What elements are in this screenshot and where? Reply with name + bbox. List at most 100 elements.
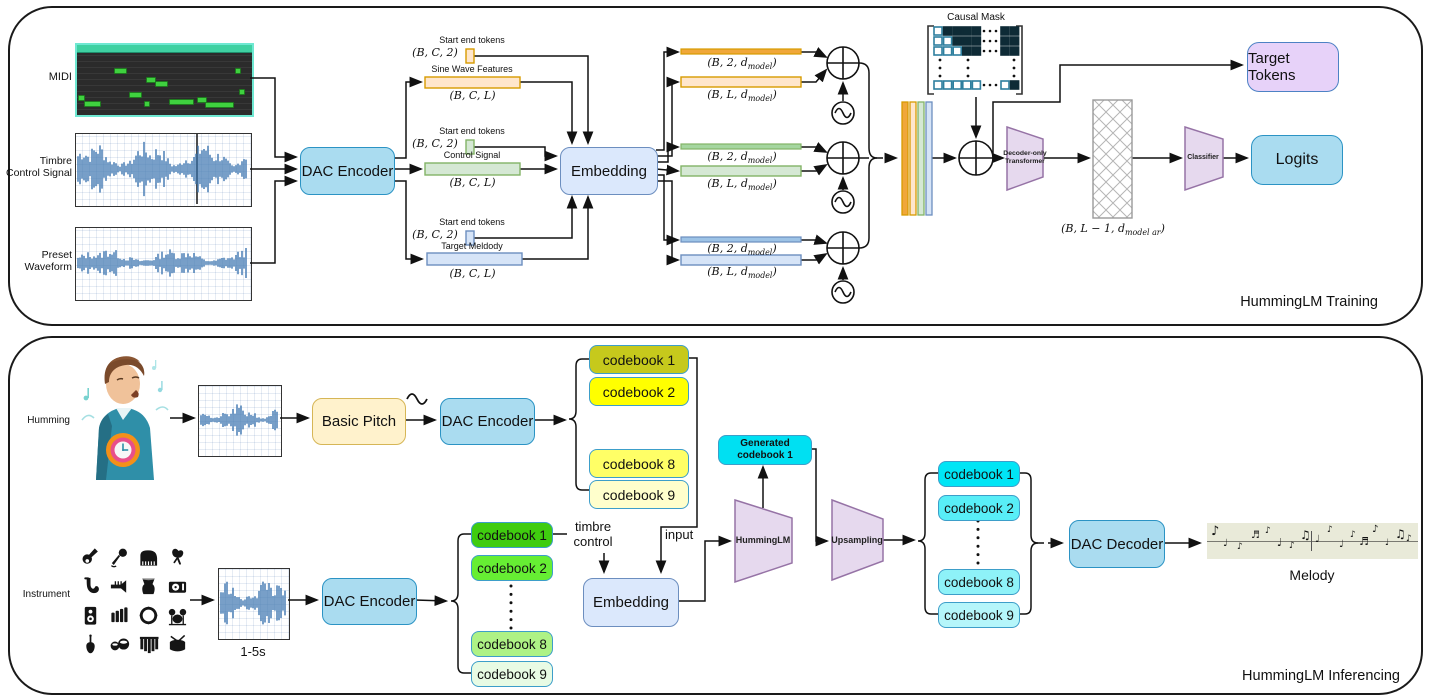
melody-label: Melody [1289, 567, 1335, 583]
start-end-tokens-label-melody: Start end tokens [439, 217, 505, 227]
speaker-icon [76, 601, 105, 630]
xylophone-icon [105, 601, 134, 630]
feature-shape-control: (B, C, L) [449, 176, 496, 189]
instrument-label: Instrument [22, 589, 70, 600]
preset-waveform-image [75, 227, 252, 301]
dac-encoder-instrument: DAC Encoder [322, 578, 417, 625]
training-title: HummingLM Training [1240, 294, 1378, 310]
music-note-glyph: ♩ [1223, 538, 1228, 549]
midi-note [239, 89, 245, 95]
basic-pitch-box: Basic Pitch [312, 398, 406, 445]
feature-label-control: Control Signal [443, 150, 501, 160]
music-note-glyph: ♪ [1372, 524, 1379, 535]
djembe-icon [134, 572, 163, 601]
dac-decoder-box: DAC Decoder [1069, 520, 1165, 568]
saxophone-icon [76, 572, 105, 601]
music-note-glyph: ♪ [1211, 524, 1220, 539]
music-note-glyph: ♫ [1395, 527, 1406, 541]
instrument-codebook-2: codebook 2 [471, 555, 553, 581]
instrument-codebook-9: codebook 9 [471, 661, 553, 687]
start-shape-melody: (B, C, 2) [412, 228, 458, 241]
music-note-glyph: ♩ [1339, 539, 1344, 550]
violin-icon [76, 630, 105, 659]
emb-start-shape-melody: (B, 2, dmodel) [707, 242, 777, 258]
humming-person-illustration [76, 350, 170, 480]
logits-box: Logits [1251, 135, 1343, 185]
feature-label-sine: Sine Wave Features [431, 64, 513, 74]
piano-icon [134, 543, 163, 572]
midi-note [144, 101, 150, 107]
midi-note [84, 101, 101, 107]
feature-label-melody: Target Meldody [441, 241, 503, 251]
midi-note [78, 95, 85, 101]
timbre-label: Timbre Control Signal [6, 155, 72, 180]
embedding-inference: Embedding [583, 578, 679, 627]
emb-start-shape-control: (B, 2, dmodel) [707, 150, 777, 166]
output-codebook-8: codebook 8 [938, 569, 1020, 595]
midi-piano-roll-image [75, 43, 254, 117]
inference-title: HummingLM Inferencing [1242, 668, 1400, 684]
generated-codebook-box: Generated codebook 1 [718, 435, 812, 465]
music-note-glyph: ♪ [1237, 542, 1243, 552]
microphone-icon [105, 543, 134, 572]
midi-note [205, 102, 234, 108]
start-shape-sine: (B, C, 2) [412, 46, 458, 59]
embedding-training: Embedding [560, 147, 658, 195]
humming-codebook-8: codebook 8 [589, 449, 689, 478]
tambourine-icon [134, 601, 163, 630]
maracas-icon [163, 543, 192, 572]
hatch-shape-label: (B, L − 1, dmodel ar) [1061, 222, 1165, 238]
midi-note [146, 77, 156, 83]
feature-shape-melody: (B, C, L) [449, 267, 496, 280]
music-note-glyph: ♪ [1327, 525, 1333, 535]
humming-waveform-image [198, 385, 282, 457]
start-shape-control: (B, C, 2) [412, 137, 458, 150]
output-codebook-2: codebook 2 [938, 495, 1020, 521]
target-tokens-box: Target Tokens [1247, 42, 1339, 92]
input-label: input [665, 527, 694, 542]
music-note-glyph: ♫ [1300, 528, 1311, 542]
melody-notation-image: ♪♩♪♬♪♩♪♫♩♪♩♪♬♪♩♫♪ [1207, 523, 1418, 559]
music-note-glyph: ♪ [1265, 526, 1271, 536]
dac-encoder-humming: DAC Encoder [440, 398, 535, 445]
midi-note [169, 99, 194, 105]
humming-label: Humming [27, 415, 70, 426]
output-codebook-9: codebook 9 [938, 602, 1020, 628]
music-note-glyph: ♬ [1359, 535, 1369, 548]
music-note-glyph: ♩ [1277, 536, 1283, 549]
instrument-waveform-image [218, 568, 290, 640]
output-codebook-1: codebook 1 [938, 461, 1020, 487]
guitar-icon [76, 543, 105, 572]
turntable-icon [163, 572, 192, 601]
music-note-decorations [81, 360, 169, 421]
dac-encoder-training: DAC Encoder [300, 147, 395, 195]
timbre-waveform-image [75, 133, 252, 207]
drum-kit-icon [163, 601, 192, 630]
music-note-glyph: ♬ [1251, 530, 1260, 541]
humming-codebook-2: codebook 2 [589, 377, 689, 406]
hummingLM-label: HummingLM [735, 535, 791, 545]
midi-toolbar [77, 45, 252, 53]
upsampling-label: Upsampling [831, 535, 883, 545]
emb-feature-shape-melody: (B, L, dmodel) [707, 265, 777, 281]
feature-shape-sine: (B, C, L) [449, 89, 496, 102]
decoder-transformer-label: Decoder-only Transformer [1003, 150, 1047, 166]
music-note-glyph: ♩ [1385, 538, 1390, 548]
humming-codebook-1: codebook 1 [589, 345, 689, 374]
instrument-icon-grid [76, 543, 192, 659]
emb-start-shape-sine: (B, 2, dmodel) [707, 56, 777, 72]
instrument-codebook-1: codebook 1 [471, 522, 553, 548]
midi-note [155, 81, 168, 87]
instrument-codebook-8: codebook 8 [471, 631, 553, 657]
staff-line [1207, 541, 1418, 542]
midi-note [197, 97, 207, 103]
midi-note [129, 92, 142, 98]
causal-mask-label: Causal Mask [947, 12, 1005, 23]
duration-label: 1-5s [240, 644, 266, 659]
timbre-control-label: timbre control [573, 519, 613, 550]
emb-feature-shape-control: (B, L, dmodel) [707, 177, 777, 193]
music-note-glyph: ♪ [1350, 530, 1356, 540]
classifier-label: Classifier [1187, 154, 1219, 161]
music-note-glyph: ♪ [1406, 534, 1412, 544]
music-note-glyph: ♪ [1289, 541, 1295, 551]
